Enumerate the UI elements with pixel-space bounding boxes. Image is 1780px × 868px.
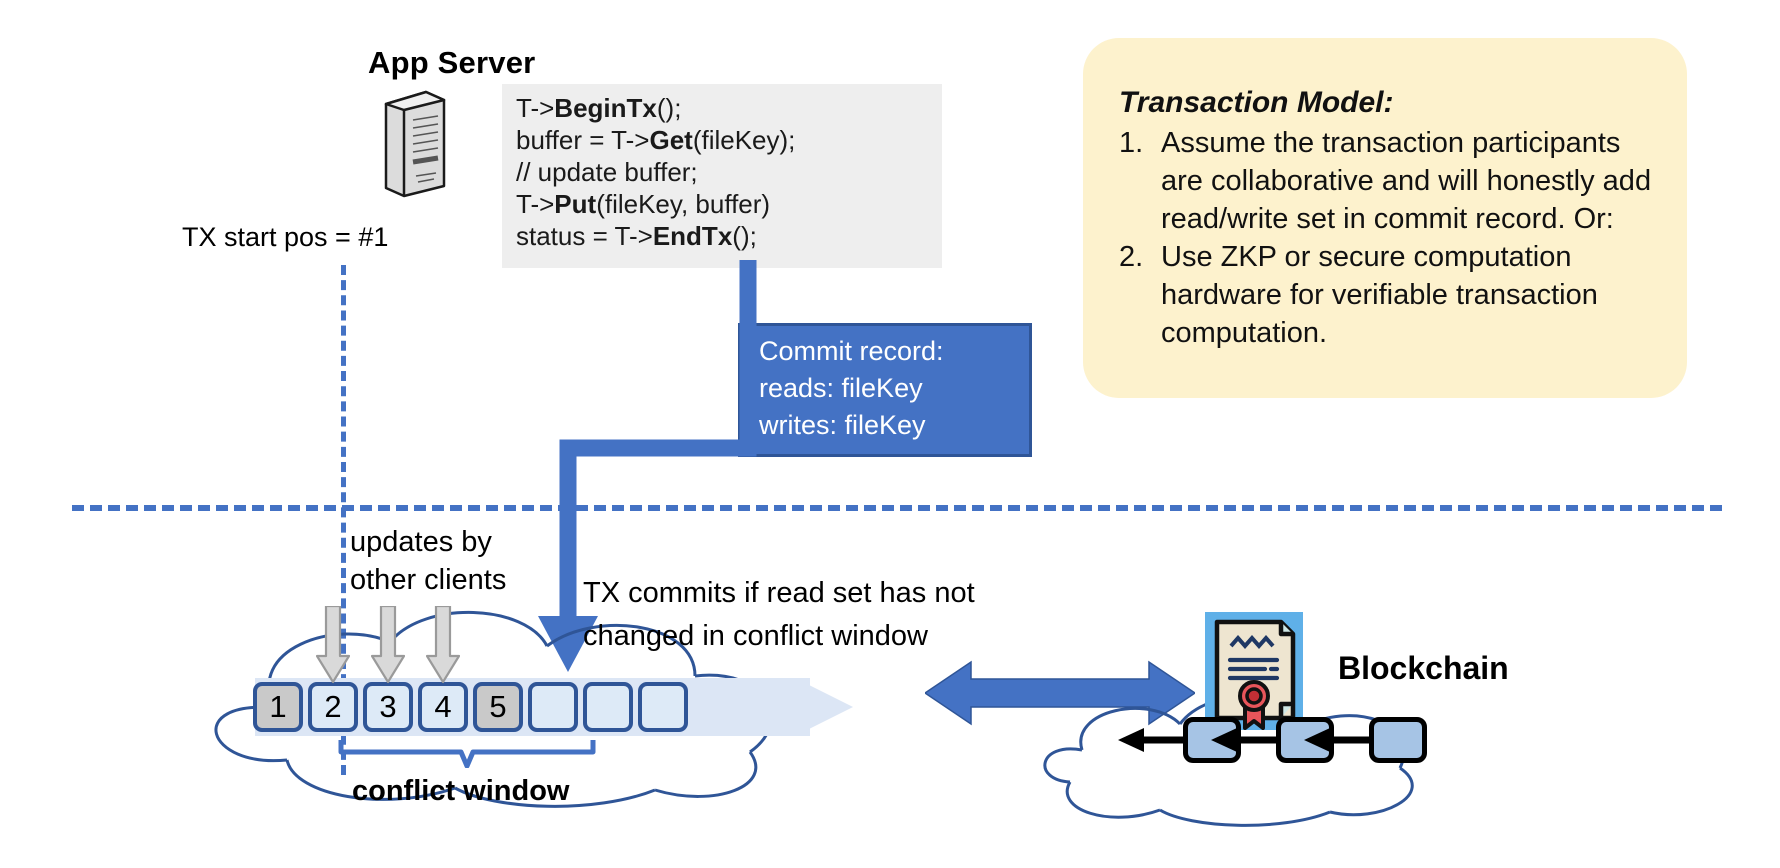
blockchain-link-arrow-icon xyxy=(1118,728,1184,752)
tx-commit-note-line-1: TX commits if read set has not xyxy=(583,577,975,609)
code-snippet-panel: T->BeginTx(); buffer = T->Get(fileKey); … xyxy=(502,84,942,268)
ledger-cell[interactable] xyxy=(638,682,688,732)
server-tower-icon xyxy=(384,90,446,198)
list-number: 1. xyxy=(1119,127,1144,159)
tx-commit-note-line-2: changed in conflict window xyxy=(583,620,928,652)
smart-contract-certificate-icon xyxy=(1205,612,1303,730)
commit-record-box: Commit record: reads: fileKey writes: fi… xyxy=(738,323,1032,457)
transaction-model-item: 1. Assume the transaction participants a… xyxy=(1119,124,1657,238)
code-line: buffer = T->Get(fileKey); xyxy=(516,125,796,155)
ledger-cell[interactable] xyxy=(528,682,578,732)
update-arrow-icon xyxy=(371,606,405,684)
updates-label-line-2: other clients xyxy=(350,564,507,596)
update-arrow-icon xyxy=(316,606,350,684)
code-line: status = T->EndTx(); xyxy=(516,221,757,251)
ledger-cloud-outline xyxy=(214,610,773,808)
code-line: T->Put(fileKey, buffer) xyxy=(516,189,771,219)
update-arrow-icon xyxy=(426,606,460,684)
ledger-cell[interactable] xyxy=(583,682,633,732)
list-text: Assume the transaction participants are … xyxy=(1161,127,1652,235)
ledger-blockchain-sync-arrow xyxy=(925,660,1195,726)
tx-commit-condition-note: TX commits if read set has not changed i… xyxy=(583,572,975,658)
conflict-window-label: conflict window xyxy=(352,775,570,807)
ledger-cell[interactable]: 1 xyxy=(253,682,303,732)
ledger-cell[interactable]: 3 xyxy=(363,682,413,732)
ledger-cell[interactable]: 5 xyxy=(473,682,523,732)
code-line: T->BeginTx(); xyxy=(516,93,682,123)
code-line: // update buffer; xyxy=(516,157,698,187)
updates-label-line-1: updates by xyxy=(350,526,492,558)
tx-start-dashed-line xyxy=(341,265,346,775)
ledger-cell[interactable]: 4 xyxy=(418,682,468,732)
list-text: Use ZKP or secure computation hardware f… xyxy=(1161,241,1598,349)
blockchain-label: Blockchain xyxy=(1338,650,1509,686)
app-server-title: App Server xyxy=(368,45,536,80)
ledger-cell[interactable]: 2 xyxy=(308,682,358,732)
blockchain-block[interactable] xyxy=(1369,717,1427,763)
tx-start-pos-label: TX start pos = #1 xyxy=(182,222,389,252)
conflict-window-brace xyxy=(338,740,596,768)
layer-boundary-dashed-line xyxy=(72,505,1722,511)
transaction-model-title: Transaction Model: xyxy=(1119,86,1394,119)
blockchain-link-arrow-icon xyxy=(1304,728,1370,752)
commit-record-title: Commit record: xyxy=(759,336,944,366)
commit-record-reads: reads: fileKey xyxy=(759,373,923,403)
commit-record-writes: writes: fileKey xyxy=(759,410,926,440)
updates-by-other-clients-label: updates by other clients xyxy=(350,523,506,599)
transaction-model-callout: Transaction Model: 1. Assume the transac… xyxy=(1083,38,1687,398)
list-number: 2. xyxy=(1119,241,1144,273)
blockchain-link-arrow-icon xyxy=(1211,728,1277,752)
ledger-continues-arrow xyxy=(795,678,853,736)
transaction-model-item: 2. Use ZKP or secure computation hardwar… xyxy=(1119,238,1657,352)
